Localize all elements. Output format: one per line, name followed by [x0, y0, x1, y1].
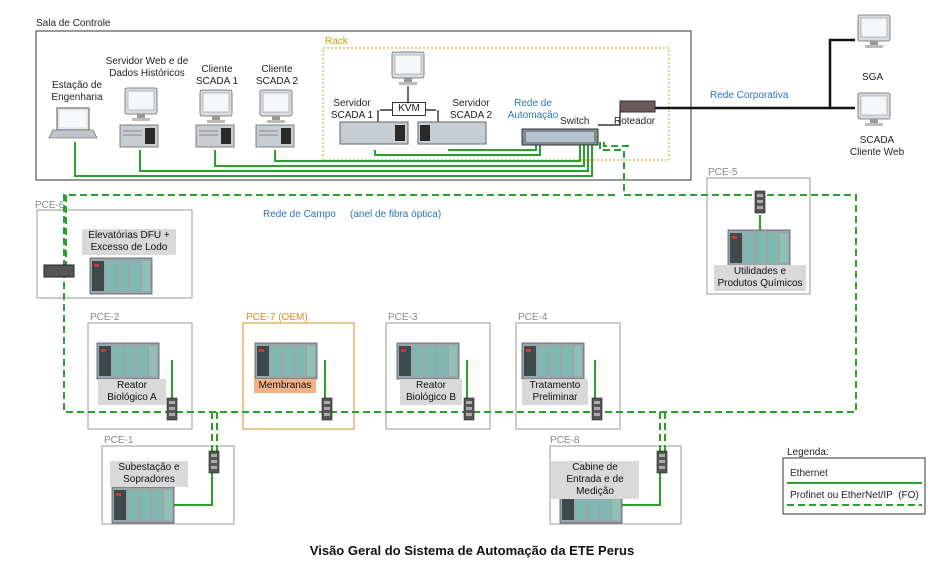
control-room-title: Sala de Controle — [36, 18, 111, 29]
sga-label: SGA — [862, 72, 884, 83]
client1-label: Cliente SCADA 1 — [195, 64, 239, 87]
pce7-id: PCE-7 (OEM) — [246, 312, 308, 323]
web-server-icon — [119, 87, 159, 148]
pce4-box — [515, 322, 621, 430]
web-server-label: Servidor Web e de Dados Históricos — [105, 56, 189, 79]
scada-server1-icon — [339, 121, 409, 145]
pce8-id: PCE-8 — [550, 435, 580, 446]
engineering-station-label: Estação de Engenharia — [51, 80, 103, 103]
rack-label: Rack — [325, 36, 348, 47]
pce2-plc-icon — [96, 342, 160, 380]
pce7-name: Membranas — [254, 379, 316, 393]
router-label: Roteador — [614, 116, 656, 127]
switch-icon — [521, 128, 599, 146]
scada-web-label: SCADA Cliente Web — [849, 135, 905, 158]
pce4-id: PCE-4 — [518, 312, 548, 323]
client2-label: Cliente SCADA 2 — [255, 64, 299, 87]
pce3-box — [385, 322, 491, 430]
pce7-box — [242, 322, 355, 430]
client1-icon — [195, 89, 235, 148]
corporate-line — [655, 38, 855, 110]
pce6-id: PCE-6 — [35, 200, 65, 211]
pce6-plc-icon — [89, 257, 153, 295]
pce1-box — [101, 445, 235, 525]
legend-title: Legenda: — [787, 447, 829, 458]
pce6-name: Elevatórias DFU + Excesso de Lodo — [82, 229, 176, 255]
fiber-ring — [63, 142, 857, 452]
client2-icon — [255, 89, 295, 148]
pce5-id: PCE-5 — [708, 167, 738, 178]
pce5-name: Utilidades e Produtos Químicos — [714, 265, 806, 291]
pce8-box — [549, 445, 682, 525]
router-icon — [619, 100, 656, 113]
pce2-switch-icon — [166, 397, 178, 421]
kvm-monitor-icon — [391, 51, 425, 86]
field-ring-label: (anel de fibra óptica) — [350, 209, 442, 220]
pce5-box — [706, 177, 811, 295]
pce4-name: Tratamento Preliminar — [522, 379, 588, 405]
figure-caption: Visão Geral do Sistema de Automação da E… — [309, 543, 635, 558]
pce3-switch-icon — [463, 397, 475, 421]
pce4-switch-icon — [591, 397, 603, 421]
pce7-plc-icon — [254, 342, 318, 380]
pce4-plc-icon — [521, 342, 585, 380]
pce1-name: Subestação e Sopradores — [110, 461, 188, 487]
laptop-icon — [48, 107, 98, 139]
kvm-label: KVM — [392, 102, 426, 116]
pce8-switch-icon — [656, 450, 668, 474]
field-net-label: Rede de Campo — [263, 209, 336, 220]
pce3-plc-icon — [396, 342, 460, 380]
pce3-name: Reator Biológico B — [400, 379, 462, 405]
control-room-box — [35, 30, 692, 181]
pce3-id: PCE-3 — [388, 312, 418, 323]
legend-profinet-label: Profinet ou EtherNet/IP (FO) — [790, 490, 919, 501]
pce1-id: PCE-1 — [104, 435, 134, 446]
pce6-switch-icon — [43, 264, 75, 278]
scada-server1-label: Servidor SCADA 1 — [330, 98, 374, 121]
switch-label: Switch — [560, 116, 590, 127]
pce1-switch-icon — [208, 450, 220, 474]
pce5-plc-icon — [727, 229, 791, 267]
pce1-plc-icon — [111, 486, 175, 524]
scada-web-icon — [857, 92, 891, 127]
pce2-id: PCE-2 — [90, 312, 120, 323]
pce2-box — [87, 322, 193, 430]
rack-box — [322, 47, 670, 161]
scada-server2-label: Servidor SCADA 2 — [449, 98, 493, 121]
pce8-name: Cabine de Entrada e de Medição — [551, 461, 639, 499]
pce7-switch-icon — [321, 397, 333, 421]
ethernet-lines — [74, 142, 761, 506]
pce2-name: Reator Biológico A — [98, 379, 166, 405]
corporate-net-label: Rede Corporativa — [710, 90, 789, 101]
scada-server2-icon — [417, 121, 487, 145]
pce5-switch-icon — [754, 190, 766, 214]
sga-icon — [857, 14, 891, 49]
legend-ethernet-label: Ethernet — [790, 468, 828, 479]
automation-net-label: Rede de Automação — [507, 98, 559, 121]
pce6-box — [36, 209, 193, 299]
